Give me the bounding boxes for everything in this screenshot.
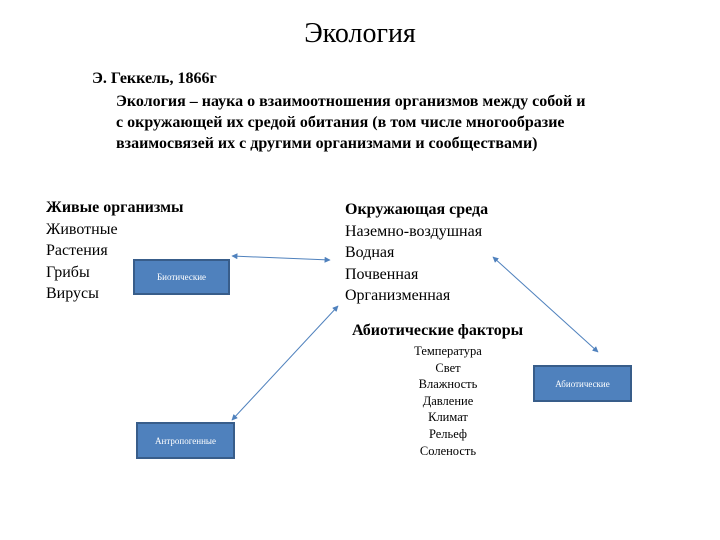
abiotic-box: Абиотические <box>533 365 632 402</box>
abiotic-factors-heading: Абиотические факторы <box>352 322 524 339</box>
environment-heading: Окружающая среда <box>345 201 489 218</box>
list-item: Температура <box>414 344 482 358</box>
abiotic-factors-list: Температура Свет Влажность Давление Клим… <box>372 343 524 459</box>
list-item: Растения <box>46 242 108 259</box>
anthropogenic-arrow <box>231 305 339 421</box>
list-item: Климат <box>428 410 468 425</box>
page-title: Экология <box>304 18 416 49</box>
author-line: Э. Геккель, 1866г <box>92 70 217 87</box>
list-item: Грибы <box>46 263 90 281</box>
list-item: Животные <box>46 220 118 238</box>
environment-list: Окружающая среда Наземно-воздушная Водна… <box>345 199 488 307</box>
list-item: Давление <box>422 393 474 408</box>
list-item: Организменная <box>345 287 451 304</box>
ecology-definition: Экология – наука о взаимоотношения орган… <box>116 93 586 152</box>
living-organisms-list: Живые организмы Животные Растения Грибы … <box>46 197 183 305</box>
list-item: Вирусы <box>46 285 99 302</box>
living-organisms-heading: Живые организмы <box>46 199 184 216</box>
list-item: Свет <box>435 360 461 375</box>
list-item: Влажность <box>418 377 478 392</box>
list-item: Наземно-воздушная <box>345 222 483 240</box>
list-item: Рельеф <box>428 426 468 441</box>
abiotic-arrow <box>492 256 599 353</box>
list-item: Почвенная <box>345 265 419 283</box>
biotic-arrow <box>231 253 331 263</box>
list-item: Соленость <box>419 443 477 458</box>
biotic-box: Биотические <box>133 259 230 295</box>
anthropogenic-box: Антропогенные <box>136 422 235 459</box>
list-item: Водная <box>345 244 395 261</box>
